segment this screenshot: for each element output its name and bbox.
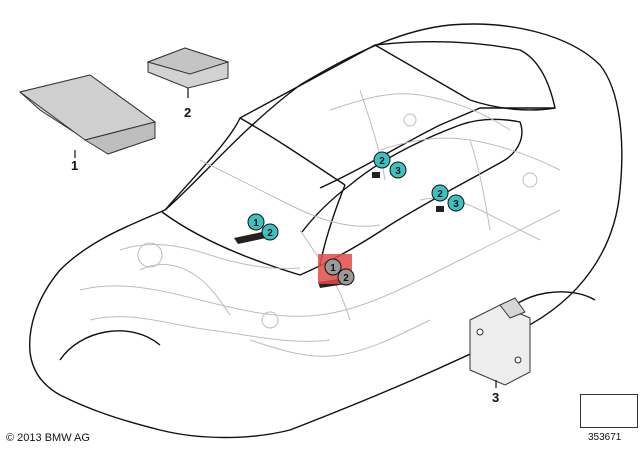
- rear-window-bottom: [469, 99, 556, 111]
- car-body: [28, 23, 623, 439]
- front-wheel-arch: [59, 330, 161, 361]
- callout-rear-lower-a: 2: [437, 189, 443, 200]
- part-label-2: 2: [184, 105, 191, 120]
- callout-center[interactable]: 1 2: [324, 258, 355, 286]
- callout-front-left-a: 1: [253, 218, 259, 229]
- part-3-bracket[interactable]: [469, 297, 531, 388]
- car-outline: [28, 23, 623, 439]
- callout-front-left-b: 2: [267, 228, 273, 239]
- callout-center-b: 2: [343, 273, 349, 284]
- part-label-1: 1: [71, 158, 78, 173]
- part-1-control-unit[interactable]: [18, 74, 157, 158]
- callout-center-a: 1: [330, 263, 336, 274]
- door-line: [319, 184, 346, 266]
- callout-rear-lower-b: 3: [453, 199, 459, 210]
- callout-front-left[interactable]: 1 2: [247, 213, 279, 241]
- windshield-line: [239, 117, 346, 186]
- callout-rear-upper[interactable]: 2 3: [373, 151, 407, 179]
- cabin-floor-outline: [161, 118, 523, 276]
- reference-number: 353671: [588, 432, 622, 443]
- roof-outline: [164, 41, 556, 211]
- callout-rear-lower[interactable]: 2 3: [431, 184, 465, 212]
- callout-rear-upper-b: 3: [395, 166, 401, 177]
- part-2-module[interactable]: [146, 47, 230, 98]
- copyright-text: © 2013 BMW AG: [6, 432, 90, 444]
- reference-box: [580, 394, 638, 428]
- part-label-3: 3: [492, 390, 499, 405]
- rear-window-line: [374, 44, 471, 101]
- callout-rear-upper-a: 2: [379, 156, 385, 167]
